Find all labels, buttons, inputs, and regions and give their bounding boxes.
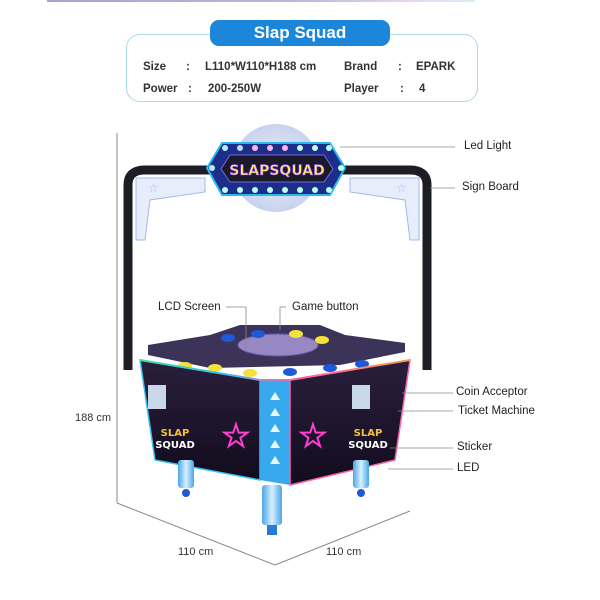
dimension-height: 188 cm	[75, 412, 112, 424]
callout-game-button: Game button	[292, 301, 359, 313]
dimension-width-right: 110 cm	[326, 546, 362, 558]
sign-text: SLAPSQUAD	[229, 163, 324, 179]
sticker-left-line2: SQUAD	[155, 440, 195, 451]
neon-star-left: ★	[223, 419, 250, 454]
callout-led: LED	[457, 462, 480, 474]
svg-text:☆: ☆	[148, 181, 159, 195]
sticker-right-line1: SLAP	[354, 428, 383, 439]
lcd-screen	[237, 333, 319, 357]
spec-player-sep: :	[400, 83, 404, 95]
width-right-dimension-line	[274, 510, 411, 566]
svg-text:☆: ☆	[396, 181, 407, 195]
spec-power-label: Power	[143, 83, 178, 95]
spec-size-value: L110*W110*H188 cm	[205, 61, 317, 73]
callout-coin-acceptor: Coin Acceptor	[456, 386, 528, 398]
callout-lcd-screen: LCD Screen	[158, 301, 221, 313]
spec-brand-label: Brand	[344, 61, 378, 73]
callout-sign-board: Sign Board	[462, 181, 519, 193]
spec-player-label: Player	[344, 83, 379, 95]
sticker-left-line1: SLAP	[161, 428, 190, 439]
callout-ticket-machine: Ticket Machine	[458, 405, 535, 417]
arrow-leds	[270, 392, 280, 464]
sticker-right-line2: SQUAD	[348, 440, 388, 451]
top-divider	[47, 0, 475, 2]
coin-acceptor-right	[352, 385, 370, 409]
sign-board-left	[135, 177, 206, 241]
sign-board-right	[349, 177, 420, 241]
width-left-dimension-line	[116, 502, 276, 566]
spec-size-label: Size	[143, 61, 167, 73]
spec-power-sep: :	[188, 83, 192, 95]
leg-right	[353, 460, 369, 488]
sign-panel	[220, 154, 334, 183]
spec-power-value: 200-250W	[208, 83, 262, 95]
led-dots	[209, 145, 344, 193]
spec-size-sep: :	[186, 61, 190, 73]
leg-left	[178, 460, 194, 488]
dimension-width-left: 110 cm	[178, 546, 214, 558]
leg-center	[262, 485, 282, 525]
neon-star-right: ★	[300, 419, 327, 454]
spec-brand-sep: :	[398, 61, 402, 73]
callout-led-light: Led Light	[464, 140, 512, 152]
coin-acceptor-left	[148, 385, 166, 409]
rgb-edge	[139, 359, 411, 381]
product-title: Slap Squad	[210, 20, 390, 46]
callout-sticker: Sticker	[457, 441, 493, 453]
body-center-led	[260, 380, 290, 485]
spec-brand-value: EPARK	[416, 61, 456, 73]
spec-player-value: 4	[419, 83, 426, 95]
